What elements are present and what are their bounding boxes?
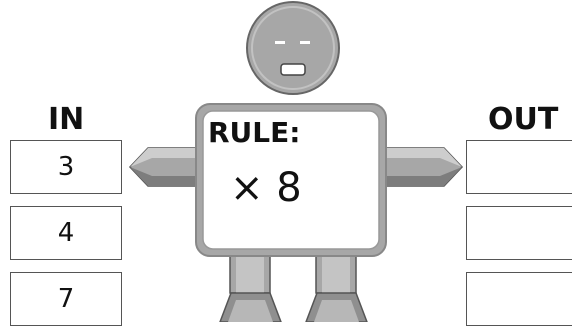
robot-left-eye <box>275 41 285 44</box>
output-cell-3[interactable] <box>466 272 572 326</box>
rule-title: RULE: <box>208 119 368 147</box>
robot-left-leg <box>220 253 281 322</box>
robot-left-arm <box>130 148 204 186</box>
output-cell-1[interactable] <box>466 140 572 194</box>
output-cell-2[interactable] <box>466 206 572 260</box>
input-cell-3: 7 <box>10 272 122 326</box>
out-header: OUT <box>488 105 558 135</box>
input-cell-2: 4 <box>10 206 122 260</box>
robot-head <box>247 2 339 94</box>
robot-right-arm <box>385 148 462 186</box>
input-cell-1: 3 <box>10 140 122 194</box>
rule-value: × 8 <box>230 168 370 208</box>
robot-mouth <box>281 64 305 75</box>
robot-right-eye <box>300 41 310 44</box>
in-header: IN <box>48 105 84 135</box>
robot-right-leg <box>306 253 367 322</box>
